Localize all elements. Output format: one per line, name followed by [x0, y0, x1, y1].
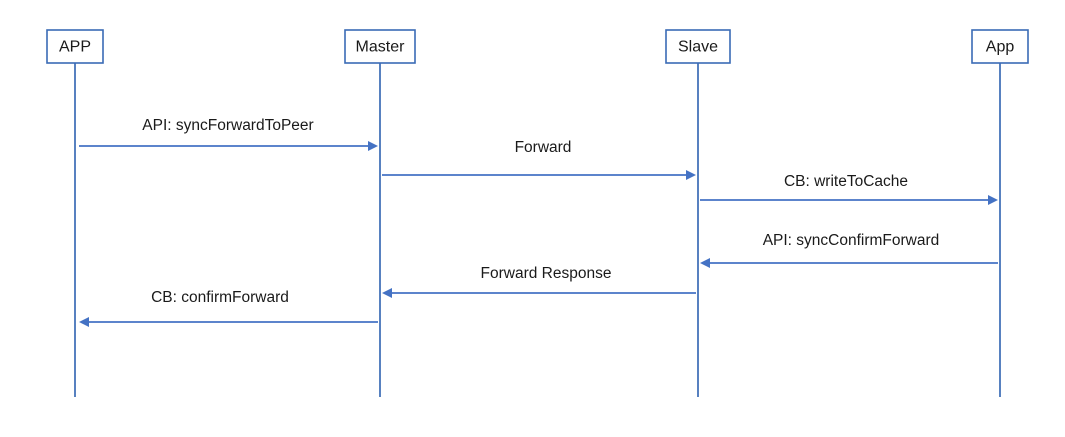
message-label-1: API: syncForwardToPeer [142, 117, 313, 134]
message-forward-response[interactable]: Forward Response [382, 265, 696, 298]
participant-label-app-right: App [986, 39, 1015, 56]
message-api-syncconfirmforward[interactable]: API: syncConfirmForward [700, 232, 998, 268]
message-label-2: Forward [515, 139, 572, 156]
message-label-4: API: syncConfirmForward [763, 232, 940, 249]
message-cb-writetocache[interactable]: CB: writeToCache [700, 173, 998, 205]
arrowhead-left-4 [700, 258, 710, 268]
message-label-3: CB: writeToCache [784, 173, 908, 190]
message-api-syncforwardtopeer[interactable]: API: syncForwardToPeer [79, 117, 378, 151]
arrowhead-right-3 [988, 195, 998, 205]
arrowhead-left-6 [79, 317, 89, 327]
participant-slave[interactable]: Slave [665, 29, 731, 64]
message-cb-confirmforward[interactable]: CB: confirmForward [79, 289, 378, 327]
participant-label-master: Master [356, 39, 406, 56]
message-forward[interactable]: Forward [382, 139, 696, 180]
participant-app-left[interactable]: APP [46, 29, 104, 64]
arrowhead-right-2 [686, 170, 696, 180]
lifelines-group [74, 63, 1001, 397]
arrowhead-left-5 [382, 288, 392, 298]
message-label-6: CB: confirmForward [151, 289, 289, 306]
participant-app-right[interactable]: App [971, 29, 1029, 64]
message-label-5: Forward Response [481, 265, 612, 282]
participant-master[interactable]: Master [344, 29, 416, 64]
arrowhead-right-1 [368, 141, 378, 151]
participant-label-app-left: APP [59, 39, 91, 56]
participant-label-slave: Slave [678, 39, 718, 56]
